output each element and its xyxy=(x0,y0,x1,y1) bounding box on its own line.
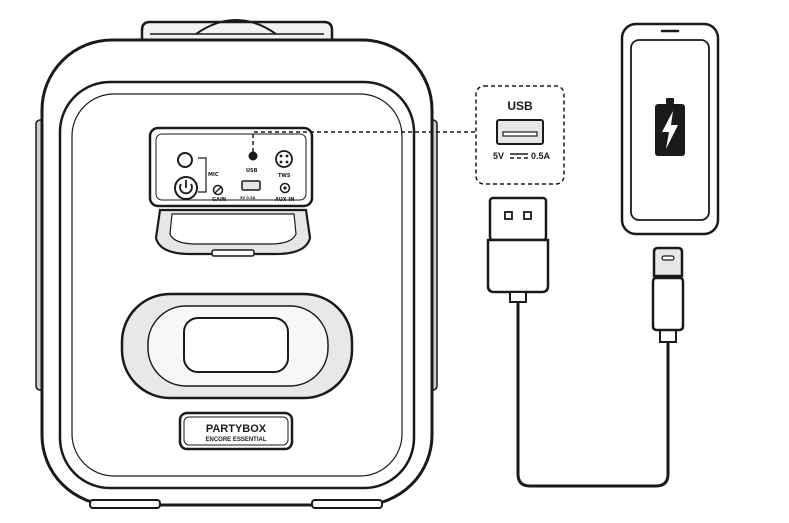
brand-model: ENCORE ESSENTIAL xyxy=(205,437,266,443)
callout-rating-voltage: 5V xyxy=(493,151,504,161)
usb-c-plug-housing xyxy=(651,276,685,332)
brand-badge: PARTYBOX ENCORE ESSENTIAL xyxy=(178,411,294,451)
callout-leader xyxy=(252,131,476,152)
usb-panel-label: USB xyxy=(246,168,258,174)
mic-label: MIC xyxy=(208,172,219,178)
callout-title: USB xyxy=(507,99,533,113)
power-icon xyxy=(179,183,193,195)
aux-label: AUX IN xyxy=(275,197,294,203)
smartphone xyxy=(620,22,720,236)
cable-wire xyxy=(516,302,670,488)
usb-c-plug-metal xyxy=(652,246,684,278)
mic-jack[interactable] xyxy=(177,152,193,168)
usb-a-plug-metal xyxy=(488,196,548,242)
battery-charging-icon xyxy=(655,98,685,156)
usb-callout: USB 5V 0.5A xyxy=(252,85,565,185)
tws-button[interactable] xyxy=(275,150,293,168)
tws-label: TWS xyxy=(278,173,291,179)
speaker-driver xyxy=(120,292,354,400)
brand-name: PARTYBOX xyxy=(206,423,267,435)
gain-label: GAIN xyxy=(212,197,226,203)
usb-indicator xyxy=(248,151,258,161)
speaker-front-frame xyxy=(58,80,416,490)
speaker-control-panel: MIC GAIN USB 5V 0.5A TWS AUX IN xyxy=(148,126,314,208)
usb-panel-rating: 5V 0.5A xyxy=(240,196,256,200)
speaker: MIC GAIN USB 5V 0.5A TWS AUX IN xyxy=(35,19,438,509)
dc-symbol xyxy=(510,153,528,159)
speaker-body xyxy=(40,38,434,507)
usb-port[interactable] xyxy=(241,180,261,191)
panel-cover xyxy=(154,208,312,257)
usb-cable xyxy=(486,196,685,488)
usb-a-plug-housing xyxy=(486,238,550,294)
callout-rating-current: 0.5A xyxy=(531,151,551,161)
